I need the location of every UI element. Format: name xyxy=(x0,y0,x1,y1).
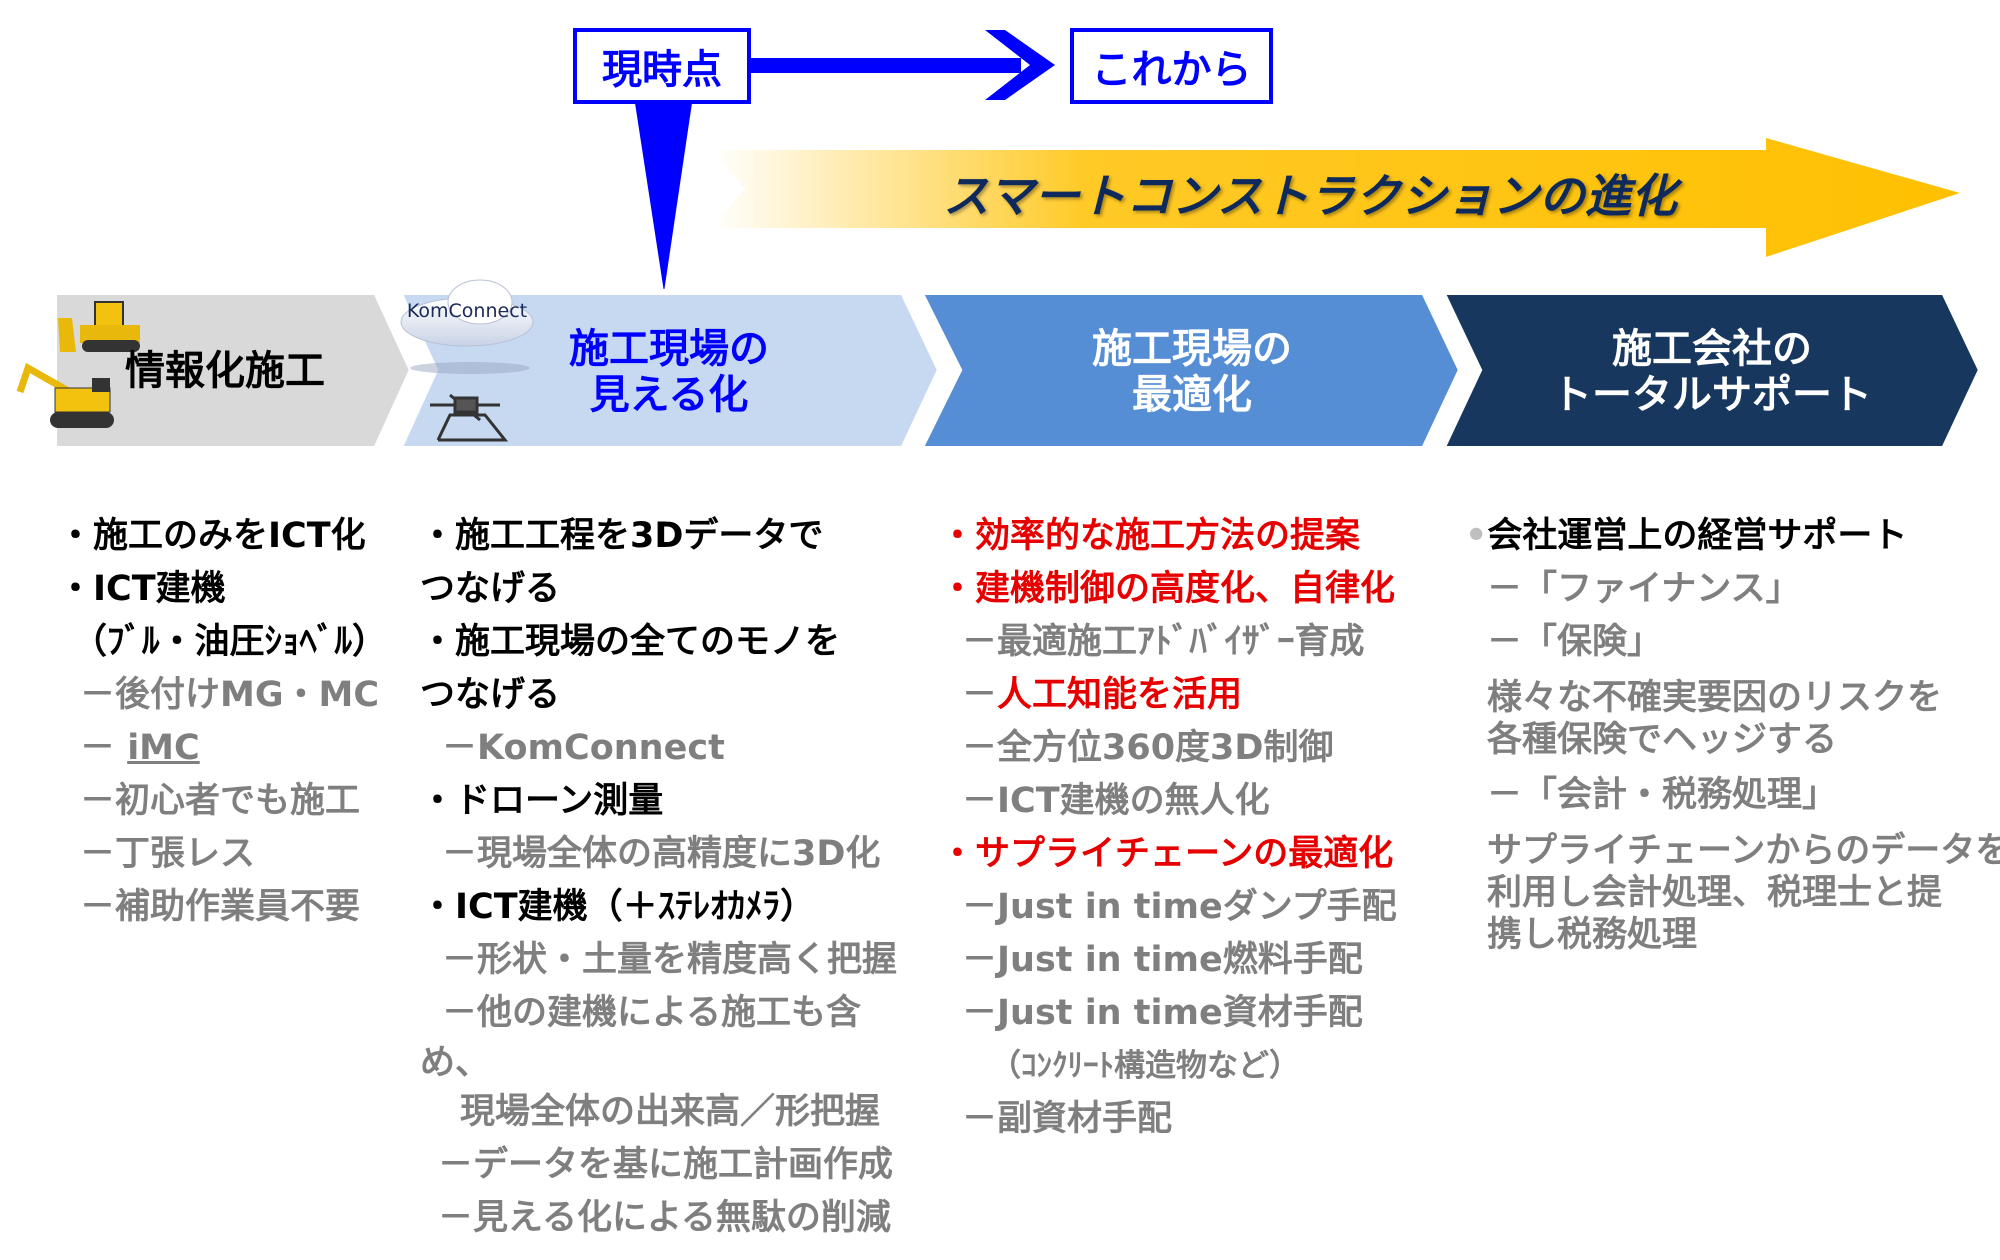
list-item: －Just in timeダンプ手配 xyxy=(962,887,1397,927)
current-point-box: 現時点 xyxy=(573,28,751,104)
list-dash: － xyxy=(962,675,998,715)
stage-title-line: トータルサポート xyxy=(1552,372,1872,418)
list-item: （ｺﾝｸﾘｰﾄ構造物など） xyxy=(990,1048,1300,1084)
list-item: ・施工工程を3Dデータで xyxy=(420,516,824,556)
list-item: － iMC xyxy=(58,722,387,775)
list-item: －ICT建機の無人化 xyxy=(962,781,1270,821)
bullet-icon: • xyxy=(1465,516,1488,556)
timeline-arrow-shaft xyxy=(751,58,1021,73)
future-label: これから xyxy=(1091,47,1252,93)
stage-title-line: 最適化 xyxy=(1132,372,1252,418)
komconnect-logo-text: KomConnect xyxy=(406,300,528,322)
evolution-arrow xyxy=(711,138,1960,257)
list-item: （ﾌﾞﾙ・油圧ｼｮﾍﾞﾙ） xyxy=(72,622,388,662)
list-item: ・サプライチェーンの最適化 xyxy=(940,834,1394,874)
list-item: －丁張レス xyxy=(80,834,256,874)
komconnect-logo: KomConnect xyxy=(398,282,536,348)
list-paragraph: サプライチェーンからのデータを 利用し会計処理、税理士と提 携し税務処理 xyxy=(1465,822,2000,964)
list-item: －「保険」 xyxy=(1487,622,1663,662)
excavator-icon xyxy=(16,362,114,428)
list-item: －現場全体の高精度に3D化 xyxy=(442,834,881,874)
paragraph-line: 様々な不確実要因のリスクを xyxy=(1487,678,1943,718)
future-box: これから xyxy=(1070,28,1273,104)
stage-title-3: 施工現場の 最適化 xyxy=(1052,326,1332,418)
stage-title-line: 見える化 xyxy=(589,372,749,418)
list-item: ・ドローン測量 xyxy=(420,781,664,821)
current-pointer-triangle xyxy=(635,103,692,292)
stage-2-details: ・施工工程を3Dデータで つなげる ・施工現場の全てのモノを つなげる －Kom… xyxy=(420,510,897,1245)
list-item: め、 xyxy=(420,1043,491,1083)
stage-chevron-3 xyxy=(915,289,1465,452)
list-item: －最適施工ｱﾄﾞﾊﾞｲｻﾞｰ育成 xyxy=(962,622,1365,662)
list-item-text: 人工知能を活用 xyxy=(997,675,1243,715)
list-item: つなげる xyxy=(420,675,561,715)
cloud-icon xyxy=(400,279,534,374)
list-item: －人工知能を活用 xyxy=(940,669,1397,722)
list-item-text: 会社運営上の経営サポート xyxy=(1487,516,1908,556)
list-item: －「会計・税務処理」 xyxy=(1487,775,1838,815)
list-item: －Just in time資材手配 xyxy=(962,993,1363,1033)
stage-title-1: 情報化施工 xyxy=(110,348,340,394)
list-item: ・建機制御の高度化、自律化 xyxy=(940,569,1396,609)
paragraph-line: 各種保険でヘッジする xyxy=(1487,720,1838,760)
list-item: •会社運営上の経営サポート xyxy=(1465,510,2000,563)
paragraph-line: 携し税務処理 xyxy=(1487,915,1698,955)
imc-link[interactable]: iMC xyxy=(127,728,200,768)
list-item: －他の建機による施工も含 xyxy=(442,993,861,1033)
stage-title-2: 施工現場の 見える化 xyxy=(529,326,809,418)
stage-4-details: •会社運営上の経営サポート －「ファイナンス」 －「保険」 様々な不確実要因のリ… xyxy=(1465,510,2000,964)
list-item: ・効率的な施工方法の提案 xyxy=(940,516,1361,556)
list-item: －副資材手配 xyxy=(962,1099,1173,1139)
evolution-label: スマートコンストラクションの進化 xyxy=(943,169,1677,223)
list-item: －Just in time燃料手配 xyxy=(962,940,1363,980)
drone-icon xyxy=(430,393,509,442)
list-item: －形状・土量を精度高く把握 xyxy=(442,940,898,980)
list-item: つなげる xyxy=(420,569,561,609)
paragraph-line: 利用し会計処理、税理士と提 xyxy=(1487,873,1943,913)
list-item: －見える化による無駄の削減 xyxy=(438,1198,891,1238)
stage-title-line: 施工会社の xyxy=(1612,326,1812,372)
list-dash: － xyxy=(80,728,128,768)
list-item: －データを基に施工計画作成 xyxy=(438,1145,894,1185)
paragraph-line: サプライチェーンからのデータを xyxy=(1487,831,2000,871)
list-item: ・ICT建機（＋ｽﾃﾚｵｶﾒﾗ） xyxy=(420,887,816,927)
list-item: 現場全体の出来高／形把握 xyxy=(460,1092,881,1132)
list-item: －補助作業員不要 xyxy=(80,887,361,927)
list-paragraph: 様々な不確実要因のリスクを 各種保険でヘッジする xyxy=(1465,669,2000,769)
stage-3-details: ・効率的な施工方法の提案 ・建機制御の高度化、自律化 －最適施工ｱﾄﾞﾊﾞｲｻﾞ… xyxy=(940,510,1397,1146)
stage-chevron-4 xyxy=(1437,289,1985,452)
list-item: －KomConnect xyxy=(442,728,725,768)
bulldozer-icon xyxy=(58,301,140,352)
list-item: －全方位360度3D制御 xyxy=(962,728,1334,768)
list-item: ・ICT建機 xyxy=(58,569,226,609)
list-item: －後付けMG・MC xyxy=(80,675,380,715)
list-item: －「ファイナンス」 xyxy=(1487,569,1801,609)
list-item: ・施工現場の全てのモノを xyxy=(420,622,841,662)
stage-1-details: ・施工のみをICT化 ・ICT建機 （ﾌﾞﾙ・油圧ｼｮﾍﾞﾙ） －後付けMG・M… xyxy=(58,510,387,934)
stage-title-line: 施工現場の xyxy=(1092,326,1292,372)
list-item: ・施工のみをICT化 xyxy=(58,516,366,556)
stage-title-4: 施工会社の トータルサポート xyxy=(1542,326,1882,418)
current-point-label: 現時点 xyxy=(602,47,722,93)
stage-title-line: 施工現場の xyxy=(569,326,769,372)
stage-title-line: 情報化施工 xyxy=(125,348,325,394)
list-item: －初心者でも施工 xyxy=(80,781,361,821)
timeline-arrow-head xyxy=(985,30,1055,100)
